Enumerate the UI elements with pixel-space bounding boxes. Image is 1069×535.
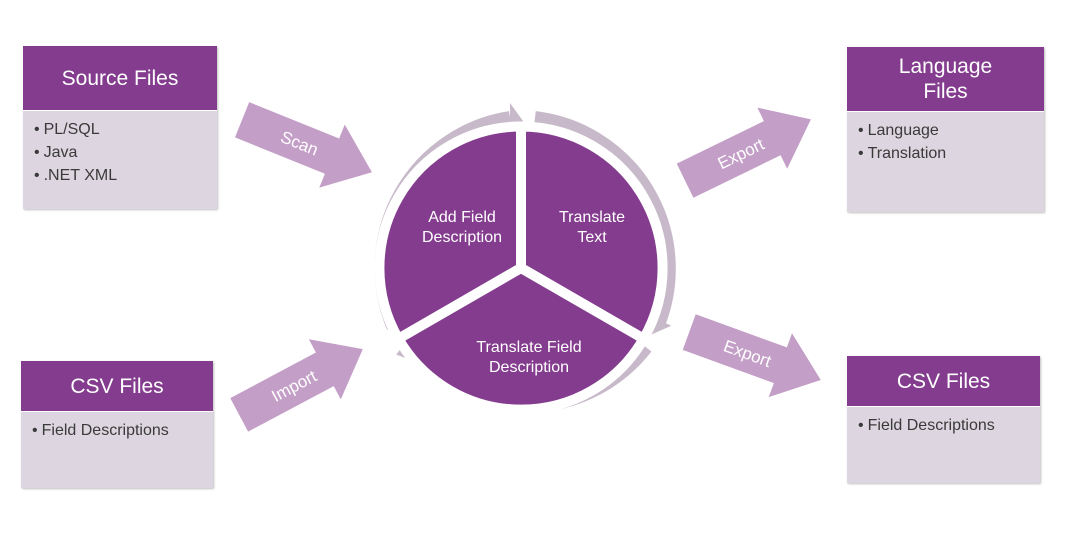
scan-arrow-shape <box>234 102 372 188</box>
csv-input-header: CSV Files <box>21 361 213 412</box>
csv-input-list: Field Descriptions <box>32 419 213 442</box>
ring-arc-right <box>534 111 676 326</box>
source-files-list: PL/SQL Java .NET XML <box>34 118 217 187</box>
csv-output-header: CSV Files <box>847 356 1040 407</box>
source-files-header: Source Files <box>23 46 217 111</box>
export-csv-arrow: Export <box>682 314 821 398</box>
list-item: Field Descriptions <box>32 419 213 442</box>
import-arrow: Import <box>230 339 363 432</box>
language-files-title-line1: Language <box>898 55 993 78</box>
list-item: PL/SQL <box>34 118 217 141</box>
csv-output-title: CSV Files <box>896 369 991 393</box>
list-item: Java <box>34 141 217 164</box>
add-field-label-line2: Description <box>422 229 502 246</box>
translate-field-label-line2: Description <box>489 359 569 376</box>
export-language-arrow: Export <box>676 107 811 198</box>
translate-text-label-line2: Text <box>577 229 607 246</box>
cycle-segments <box>374 121 668 415</box>
source-files-box: Source Files PL/SQL Java .NET XML <box>23 46 217 209</box>
language-files-title-line2: Files <box>923 80 968 103</box>
language-files-list: Language Translation <box>858 119 1044 165</box>
language-files-box: Language Files Language Translation <box>847 47 1044 212</box>
csv-output-box: CSV Files Field Descriptions <box>847 356 1040 483</box>
csv-output-body: Field Descriptions <box>847 407 1040 483</box>
list-item: .NET XML <box>34 164 217 187</box>
list-item: Language <box>858 119 1044 142</box>
source-files-body: PL/SQL Java .NET XML <box>23 111 217 209</box>
segment-translate-field-description <box>391 262 651 415</box>
import-arrow-shape <box>230 339 363 432</box>
list-item: Translation <box>858 142 1044 165</box>
scan-arrow: Scan <box>234 102 372 188</box>
translate-text-label-line1: Translate <box>559 209 625 226</box>
csv-input-body: Field Descriptions <box>21 412 213 488</box>
export-csv-arrow-shape <box>682 314 821 398</box>
source-files-title: Source Files <box>61 66 179 90</box>
export-language-arrow-shape <box>676 107 811 198</box>
csv-input-title: CSV Files <box>70 374 164 398</box>
add-field-label-line1: Add Field <box>428 209 496 226</box>
language-files-body: Language Translation <box>847 112 1044 212</box>
translate-field-label-line1: Translate Field <box>476 339 581 356</box>
csv-input-box: CSV Files Field Descriptions <box>21 361 213 488</box>
language-files-header: Language Files <box>847 47 1044 112</box>
list-item: Field Descriptions <box>858 414 1040 437</box>
csv-output-list: Field Descriptions <box>858 414 1040 437</box>
